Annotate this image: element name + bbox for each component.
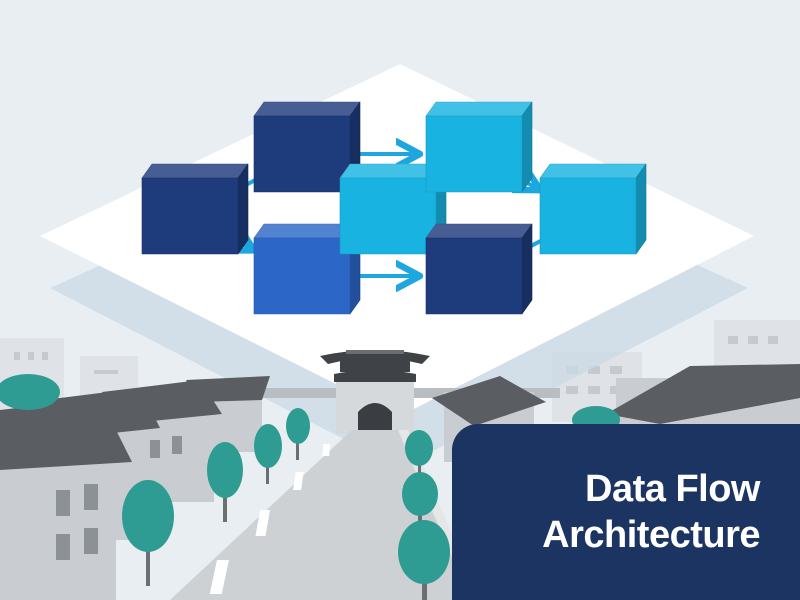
trees [0,374,620,600]
block-top-face [141,163,249,179]
tree-icon [122,480,174,586]
block-front-face [141,177,239,255]
data-block-b5 [425,101,533,193]
block-top-face [539,163,647,179]
block-side-face [521,101,533,193]
block-side-face [521,223,533,315]
tree-icon [207,442,243,522]
block-front-face [539,177,637,255]
block-side-face [635,163,647,255]
block-top-face [425,223,533,239]
title-line-2: Architecture [542,514,760,556]
data-block-b6 [425,223,533,315]
block-top-face [425,101,533,117]
data-block-b1 [141,163,249,255]
block-top-face [253,101,361,117]
title-card: Data Flow Architecture [452,424,800,600]
block-front-face [425,237,523,315]
data-block-b7 [539,163,647,255]
block-front-face [425,115,523,193]
block-front-face [253,115,351,193]
tree-icon [405,430,433,478]
tree-icon [286,408,310,460]
tree-icon [398,520,450,600]
tree-icon [0,374,60,410]
fortress-gate-icon [250,350,560,434]
tree-icon [254,424,282,484]
data-block-b4 [339,163,447,255]
title-line-1: Data Flow [585,468,760,510]
block-front-face [253,237,351,315]
data-blocks [141,101,647,315]
block-front-face [339,177,437,255]
hanok-house-icon [0,398,132,600]
tree-icon [402,472,438,526]
block-side-face [237,163,249,255]
